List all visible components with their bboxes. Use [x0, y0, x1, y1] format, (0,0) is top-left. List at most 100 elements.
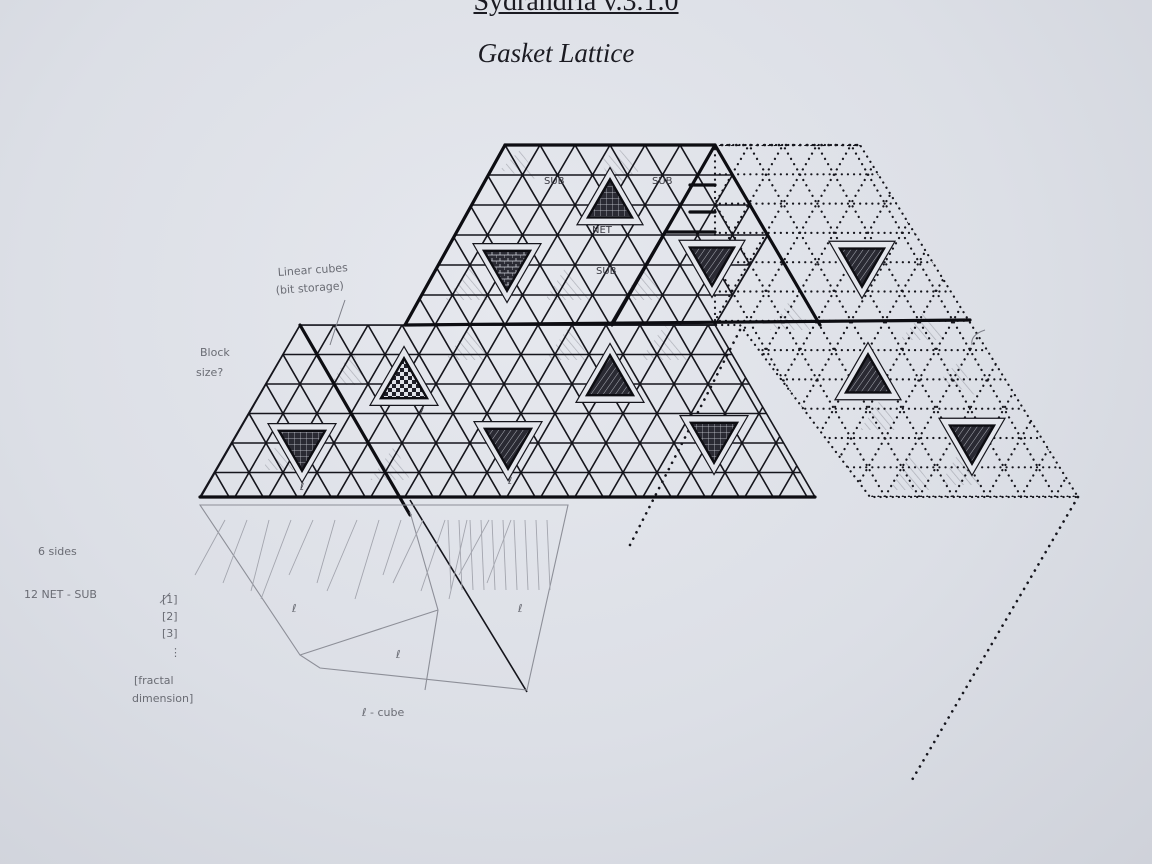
grid-line [1053, 145, 1078, 497]
grid-line [260, 145, 365, 325]
pointer-curve [159, 592, 171, 604]
pencil-hatch [860, 400, 900, 430]
ell-label-3: ℓ [508, 476, 512, 487]
grid-line [0, 145, 85, 325]
grid-line [120, 145, 225, 325]
sub-label-1: SUB [544, 176, 565, 187]
level-1-note: [1] [162, 593, 178, 606]
grid-line [1014, 325, 1116, 502]
grid-line [62, 325, 164, 502]
level-2-note: [2] [162, 610, 178, 623]
grid-line [435, 325, 539, 497]
grid-line [35, 145, 239, 497]
pencil-stroke [392, 519, 424, 584]
grid-line [1030, 145, 1135, 325]
grid-line [0, 145, 35, 497]
grid-line [295, 145, 400, 325]
grid-line [0, 145, 85, 325]
pointer-curve [329, 299, 346, 346]
pencil-cube-face [159, 299, 986, 691]
pencil-hatch [500, 150, 540, 180]
grid-line [707, 325, 811, 497]
grid-line [1053, 145, 1078, 497]
pencil-stroke [382, 519, 402, 576]
grid-line [537, 325, 641, 497]
cube-edge-line [409, 499, 528, 693]
net-sub-note: 12 NET - SUB [24, 588, 97, 601]
patterned-triangle [276, 429, 328, 474]
grid-line [190, 145, 295, 325]
grid-line [1089, 145, 1152, 497]
grid-line [715, 145, 921, 497]
block-size-note: Block [200, 346, 230, 359]
pencil-stroke [288, 519, 314, 576]
dotted-extension [628, 328, 742, 547]
cube-face-edge [299, 609, 439, 656]
grid-line [639, 325, 743, 497]
heavy-line [403, 143, 507, 327]
pencil-stroke [458, 519, 490, 576]
grid-line [925, 145, 1030, 325]
pencil-stroke [535, 519, 540, 591]
cube-caption: ℓ - cube [361, 706, 405, 719]
grid-line [0, 325, 62, 502]
patterned-triangle [843, 351, 893, 394]
pencil-stroke [513, 519, 518, 591]
pencil-stroke [420, 519, 446, 592]
linear-cubes-note: Linear cubes [277, 261, 348, 279]
grid-line [747, 145, 955, 497]
heavy-line [298, 323, 412, 517]
grid-line [785, 145, 890, 325]
grid-line [1116, 325, 1152, 502]
grid-line [0, 145, 103, 497]
grid-line [260, 145, 365, 325]
grid-line [1135, 145, 1152, 325]
pencil-stroke [546, 519, 551, 591]
grid-line [50, 145, 155, 325]
grid-line [401, 325, 505, 497]
grid-line [0, 325, 96, 502]
heavy-boundary-lines [198, 143, 972, 693]
grid-line [0, 145, 1, 497]
grid-line [85, 145, 190, 325]
pencil-stroke [222, 519, 248, 584]
grid-line [103, 145, 307, 497]
grid-line [0, 145, 50, 325]
grid-line [0, 325, 96, 502]
pencil-stroke [448, 519, 468, 600]
grid-line [995, 145, 1100, 325]
grid-line [1123, 145, 1152, 497]
pencil-hatch [770, 300, 810, 330]
patterned-triangle [481, 249, 533, 294]
heavy-line [713, 143, 822, 327]
sides-note: 6 sides [38, 545, 77, 558]
grid-line [1100, 145, 1152, 325]
grid-line [855, 145, 960, 325]
patterned-triangles [266, 166, 1007, 484]
grid-line [890, 145, 995, 325]
page-title: Sydrandria v.3.1.0 [473, 0, 679, 17]
grid-line [0, 325, 28, 502]
grid-line [0, 145, 103, 497]
grid-line [849, 145, 1057, 497]
pencil-hatch [940, 360, 975, 395]
grid-line [96, 325, 198, 502]
pencil-stroke [326, 519, 358, 592]
grid-line [171, 145, 375, 497]
grid-line [469, 325, 573, 497]
block-size-note-2: size? [196, 366, 223, 379]
grid-line [0, 145, 69, 497]
pencil-stroke [458, 519, 463, 591]
grid-line [0, 145, 1, 497]
grid-line [1, 145, 205, 497]
grid-line [0, 145, 50, 325]
grid-line [1100, 145, 1152, 325]
pencil-stroke [480, 519, 485, 591]
pencil-stroke [486, 519, 512, 584]
grid-line [1123, 145, 1152, 497]
patterned-triangle [584, 352, 636, 397]
grid-line [0, 145, 137, 497]
grid-line [28, 325, 130, 502]
pencil-stroke [524, 519, 529, 591]
pencil-shading [262, 150, 980, 490]
